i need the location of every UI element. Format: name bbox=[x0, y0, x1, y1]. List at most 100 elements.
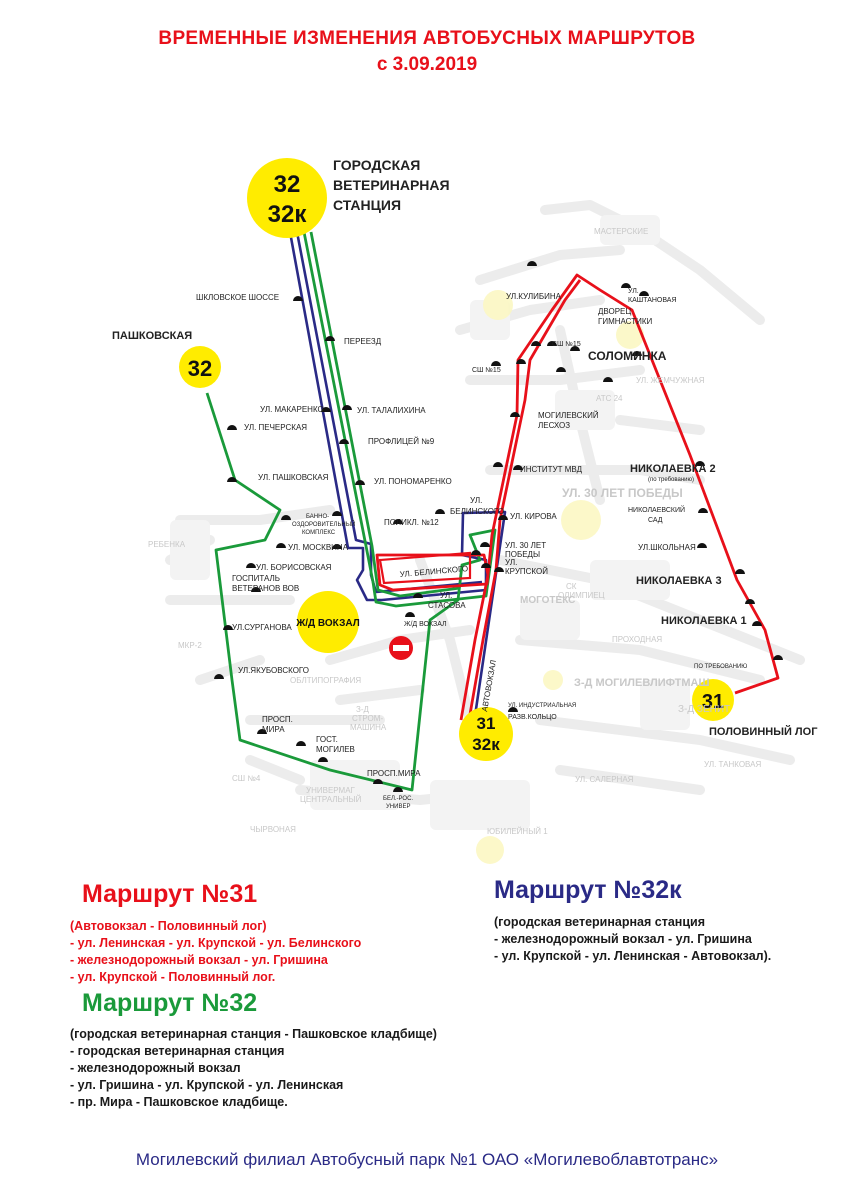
legend-r32-line-0: (городская ветеринарная станция - Пашков… bbox=[70, 1027, 437, 1041]
bus-stop-marker bbox=[227, 477, 237, 482]
street-zd-l3: МАШИНА bbox=[350, 723, 387, 732]
label-prosp-mira-l1: ПРОСП. bbox=[262, 715, 293, 724]
bus-stop-marker bbox=[752, 621, 762, 626]
route-31-path bbox=[375, 273, 780, 721]
bus-stop-marker bbox=[251, 587, 261, 592]
label-profilicei: ПРОФЛИЦЕЙ №9 bbox=[368, 437, 435, 446]
bus-stop-marker bbox=[339, 439, 349, 444]
label-prosp-mira-l2: МИРА bbox=[262, 725, 285, 734]
bus-stop-marker bbox=[325, 336, 335, 341]
route-32-path-2 bbox=[309, 231, 461, 598]
label-vet-l3: СТАНЦИЯ bbox=[333, 197, 401, 213]
bus-stop-marker bbox=[227, 425, 237, 430]
legend-r32k-title: Маршрут №32к bbox=[494, 876, 682, 904]
bus-stop-marker bbox=[570, 346, 580, 351]
label-vet-l1: ГОРОДСКАЯ bbox=[333, 157, 420, 173]
badge-pashkovskaya-number: 32 bbox=[188, 356, 212, 381]
bus-stop-marker bbox=[735, 569, 745, 574]
badge-polovinny: 31 bbox=[692, 679, 734, 721]
bus-stop-marker bbox=[513, 465, 523, 470]
label-makarenko: УЛ. МАКАРЕНКО bbox=[260, 405, 324, 414]
bus-stop-marker bbox=[246, 563, 256, 568]
bus-stops bbox=[214, 261, 783, 792]
bus-stop-marker bbox=[393, 787, 403, 792]
legend-r31-line-2: - железнодорожный вокзал - ул. Гришина bbox=[70, 953, 328, 967]
bus-stop-marker bbox=[355, 480, 365, 485]
bus-stop-marker bbox=[493, 462, 503, 467]
label-prosp-mira2: ПРОСП.МИРА bbox=[367, 769, 421, 778]
bus-stop-marker bbox=[413, 593, 423, 598]
bus-stop-marker bbox=[393, 519, 403, 524]
label-belinskogo-ul: УЛ. bbox=[470, 496, 482, 505]
street-chyrvonaya: ЧЫРВОНАЯ bbox=[250, 825, 296, 834]
label-vet-l2: ВЕТЕРИНАРНАЯ bbox=[333, 177, 450, 193]
landmark-circles bbox=[476, 290, 644, 864]
bus-stop-marker bbox=[531, 341, 541, 346]
bus-stop-marker bbox=[342, 405, 352, 410]
label-solominka: СОЛОМИНКА bbox=[588, 349, 667, 363]
street-proxodnaya: ПРОХОДНАЯ bbox=[612, 635, 662, 644]
street-liftmash: З-Д МОГИЛЕВЛИФТМАШ bbox=[574, 677, 710, 689]
label-nikolaevka3: НИКОЛАЕВКА 3 bbox=[636, 575, 722, 587]
label-banno-l1: БАННО- bbox=[306, 514, 329, 520]
bus-stop-marker bbox=[527, 261, 537, 266]
label-razv-kolco: РАЗВ.КОЛЬЦО bbox=[508, 714, 557, 721]
label-krupskoy-l2: КРУПСКОЙ bbox=[505, 567, 548, 576]
label-banno-l3: КОМПЛЕКС bbox=[302, 530, 336, 536]
bus-stop-marker bbox=[498, 515, 508, 520]
street-zenit: З-Д ЗЕНИТ bbox=[678, 704, 730, 715]
street-pobedy: УЛ. 30 ЛЕТ ПОБЕДЫ bbox=[562, 486, 683, 500]
bus-stop-marker bbox=[556, 367, 566, 372]
label-shklovskoe: ШКЛОВСКОЕ ШОССЕ bbox=[196, 293, 279, 302]
label-nikolaevka2: НИКОЛАЕВКА 2 bbox=[630, 463, 716, 475]
label-yakubovskogo: УЛ.ЯКУБОВСКОГО bbox=[238, 666, 309, 675]
label-pashkovskaya-ul: УЛ. ПАШКОВСКАЯ bbox=[258, 473, 329, 482]
bus-stop-marker bbox=[281, 515, 291, 520]
bus-stop-marker bbox=[632, 351, 642, 356]
label-pecherskaya: УЛ. ПЕЧЕРСКАЯ bbox=[244, 423, 307, 432]
page-subtitle-date: с 3.09.2019 bbox=[376, 54, 478, 75]
bus-stop-marker bbox=[698, 508, 708, 513]
bus-stop-marker bbox=[296, 741, 306, 746]
label-gost-l2: МОГИЛЕВ bbox=[316, 745, 355, 754]
bus-stop-marker bbox=[697, 543, 707, 548]
bus-stop-marker bbox=[491, 361, 501, 366]
label-pobedy-l1: УЛ. 30 ЛЕТ bbox=[505, 541, 546, 550]
label-leshoz-l1: МОГИЛЕВСКИЙ bbox=[538, 411, 599, 420]
bus-stop-marker bbox=[318, 757, 328, 762]
bus-stop-marker bbox=[405, 612, 415, 617]
bus-stop-marker bbox=[510, 412, 520, 417]
bus-stop-marker bbox=[471, 550, 481, 555]
bus-stop-marker bbox=[332, 544, 342, 549]
street-zhemchuzhnaya: УЛ. ЖЕМЧУЖНАЯ bbox=[636, 376, 705, 385]
bus-stop-marker bbox=[321, 407, 331, 412]
bus-stop-marker bbox=[373, 779, 383, 784]
badge-zd-vokzal: Ж/Д ВОКЗАЛ bbox=[295, 591, 360, 653]
bus-stop-marker bbox=[481, 563, 491, 568]
bus-stop-marker bbox=[621, 283, 631, 288]
label-pobedy-l2: ПОБЕДЫ bbox=[505, 550, 540, 559]
route-map: 32 32к 32 31 32к 31 Ж/Д ВОКЗАЛ ГОРОДСКАЯ… bbox=[112, 157, 818, 864]
label-shkolnaya: УЛ.ШКОЛЬНАЯ bbox=[638, 543, 696, 552]
street-zd-l1: З-Д bbox=[356, 705, 369, 714]
bus-stop-marker bbox=[257, 729, 267, 734]
label-gospital-l1: ГОСПИТАЛЬ bbox=[232, 574, 280, 583]
legend-r32-line-2: - железнодорожный вокзал bbox=[70, 1061, 241, 1075]
label-stasova-l2: СТАСОВА bbox=[428, 601, 466, 610]
bus-stop-marker bbox=[223, 625, 233, 630]
bus-stop-marker bbox=[695, 461, 705, 466]
bus-stop-marker bbox=[773, 655, 783, 660]
label-kashtan-l1: УЛ. bbox=[628, 288, 639, 295]
legend-r31-line-0: (Автовокзал - Половинный лог) bbox=[70, 919, 267, 933]
route-32-path bbox=[205, 231, 497, 792]
bus-stop-marker bbox=[293, 296, 303, 301]
badge-polovinny-number: 31 bbox=[702, 691, 724, 713]
street-masterskie: МАСТЕРСКИЕ bbox=[594, 227, 648, 236]
bus-stop-marker bbox=[603, 377, 613, 382]
badge-avtovokzal-line1: 31 bbox=[477, 714, 496, 733]
street-mogotex: МОГОТЕКС bbox=[520, 595, 575, 606]
badge-zd-vokzal-label: Ж/Д ВОКЗАЛ bbox=[295, 618, 360, 629]
label-belinskogo-stop: БЕЛИНСКОГО bbox=[450, 507, 504, 516]
legend-r32k-line-0: (городская ветеринарная станция bbox=[494, 915, 705, 929]
street-solernaya: УЛ. САЛЕРНАЯ bbox=[575, 775, 634, 784]
